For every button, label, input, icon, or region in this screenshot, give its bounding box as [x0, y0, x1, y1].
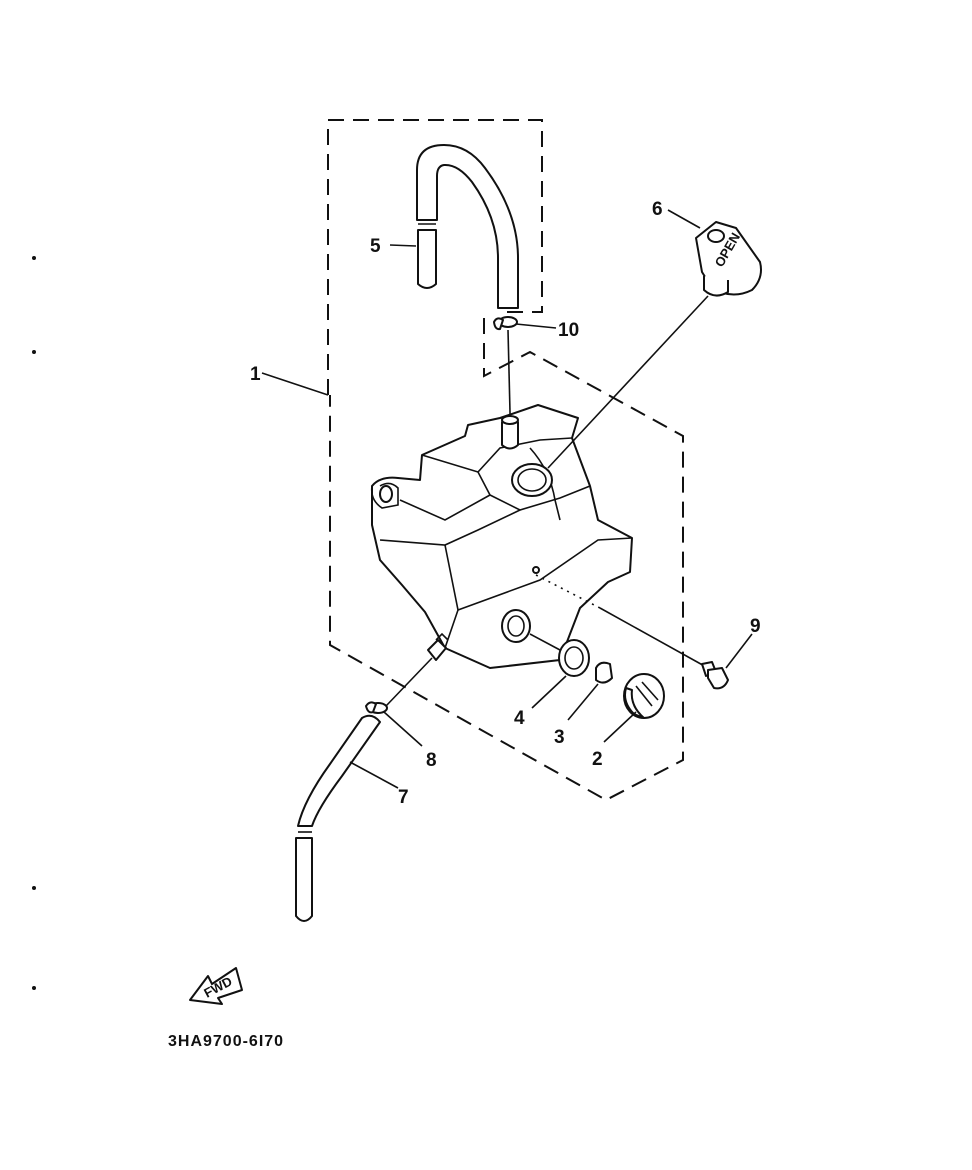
callout-6: 6 [652, 199, 663, 220]
margin-specks [32, 256, 36, 990]
callout-3: 3 [554, 727, 565, 748]
oil-hose-lower [295, 714, 381, 922]
filler-cap: OPEN [547, 221, 762, 469]
sight-ring [529, 633, 590, 677]
oil-tank [370, 404, 633, 669]
clip-small [595, 661, 613, 684]
breather-hose-upper [416, 144, 519, 309]
callout-7: 7 [398, 787, 409, 808]
callout-numbers: 1 2 3 4 5 6 7 8 9 10 [250, 199, 761, 808]
leader-lines [261, 209, 753, 789]
sight-plug [623, 673, 665, 719]
callout-8: 8 [426, 750, 437, 771]
fwd-arrow-icon: FWD [189, 967, 243, 1005]
callout-5: 5 [370, 236, 381, 257]
dotted-leaders [535, 574, 601, 609]
diagram-code: 3HA9700-6I70 [168, 1033, 284, 1050]
callout-10: 10 [558, 320, 579, 341]
assembly-outline [327, 119, 684, 802]
bolt [599, 607, 729, 690]
callout-2: 2 [592, 749, 603, 770]
callout-4: 4 [514, 708, 525, 729]
callout-1: 1 [250, 364, 261, 385]
callout-9: 9 [750, 616, 761, 637]
clip-upper [493, 316, 518, 413]
clip-lower [365, 657, 433, 714]
